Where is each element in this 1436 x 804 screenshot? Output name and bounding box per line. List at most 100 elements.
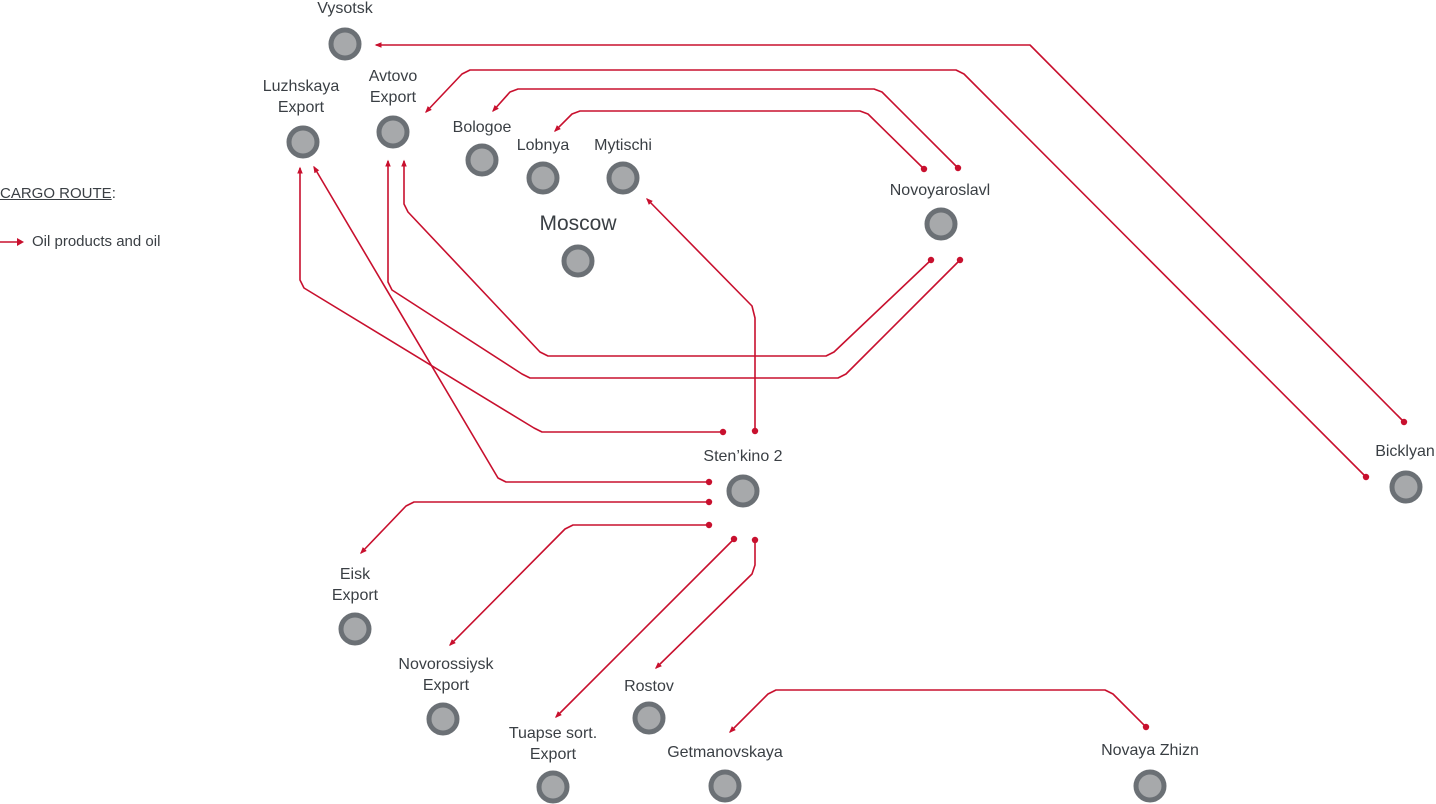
route-origin-dot	[751, 536, 759, 544]
legend-item-oil: Oil products and oil	[0, 233, 160, 250]
route-line	[646, 198, 756, 431]
station-bicklyan[interactable]: Bicklyan	[1375, 443, 1435, 504]
route-origin-dot	[705, 478, 713, 486]
station-marker[interactable]	[426, 702, 460, 736]
cargo-route	[385, 159, 964, 379]
cargo-route	[554, 110, 928, 173]
route-origin-dot	[719, 428, 727, 436]
station-label: Vysotsk	[317, 0, 373, 17]
station-marker[interactable]	[465, 143, 499, 177]
route-line	[729, 689, 1147, 733]
station-rostov[interactable]: Rostov	[624, 678, 674, 735]
legend-title-suffix: :	[111, 185, 116, 202]
station-tuapse[interactable]: Tuapse sort. Export	[509, 725, 597, 804]
station-marker[interactable]	[338, 612, 372, 646]
station-marker[interactable]	[376, 115, 410, 149]
station-label: Rostov	[624, 678, 674, 695]
station-label: Mytischi	[594, 137, 652, 154]
station-bologoe[interactable]: Bologoe	[453, 119, 512, 177]
station-marker[interactable]	[561, 244, 595, 278]
route-line	[555, 538, 735, 718]
station-label: Luzhskaya	[263, 78, 340, 95]
cargo-route	[449, 521, 713, 646]
cargo-route	[360, 498, 713, 555]
station-label: Export	[332, 587, 379, 604]
station-label: Tuapse sort.	[509, 725, 597, 742]
cargo-route	[297, 166, 727, 436]
station-label: Sten’kino 2	[703, 448, 782, 465]
station-stenkino[interactable]: Sten’kino 2	[703, 448, 783, 508]
station-marker[interactable]	[286, 125, 320, 159]
route-line	[401, 159, 932, 357]
cargo-route	[654, 536, 759, 669]
station-marker[interactable]	[708, 769, 742, 803]
station-novaya-zhizn[interactable]: Novaya Zhizn	[1101, 742, 1199, 803]
station-marker[interactable]	[726, 474, 760, 508]
station-label: Bologoe	[453, 119, 512, 136]
station-label: Export	[278, 99, 325, 116]
station-label: Getmanovskaya	[667, 744, 783, 761]
station-label: Export	[370, 89, 417, 106]
station-label: Lobnya	[517, 137, 570, 154]
station-mytischi[interactable]: Mytischi	[594, 137, 652, 195]
station-marker[interactable]	[328, 27, 362, 61]
route-line	[360, 501, 709, 555]
station-label: Eisk	[340, 566, 371, 583]
station-marker[interactable]	[606, 161, 640, 195]
route-origin-dot	[1362, 473, 1370, 481]
station-marker[interactable]	[1389, 470, 1423, 504]
route-arrow-icon	[0, 237, 24, 246]
station-label: Novoyaroslavl	[890, 182, 990, 199]
cargo-route	[646, 198, 759, 435]
route-line	[654, 540, 756, 669]
station-vysotsk[interactable]: Vysotsk	[317, 0, 374, 61]
station-marker[interactable]	[1133, 769, 1167, 803]
route-line	[554, 110, 925, 170]
route-line	[313, 165, 709, 483]
station-label: Novaya Zhizn	[1101, 742, 1199, 759]
station-marker[interactable]	[924, 207, 958, 241]
route-origin-dot	[920, 165, 928, 173]
route-origin-dot	[956, 256, 964, 264]
route-line	[492, 88, 959, 169]
route-origin-dot	[1400, 418, 1408, 426]
routes-layer	[297, 42, 1408, 733]
station-label: Moscow	[539, 212, 617, 235]
legend-item-label: Oil products and oil	[32, 233, 161, 250]
route-origin-dot	[751, 427, 759, 435]
cargo-route	[401, 159, 935, 357]
cargo-route	[729, 689, 1150, 733]
station-moscow[interactable]: Moscow	[539, 212, 617, 278]
route-line	[425, 69, 1367, 478]
route-origin-dot	[927, 256, 935, 264]
route-line	[297, 166, 723, 433]
station-label: Bicklyan	[1375, 443, 1435, 460]
legend: CARGO ROUTE: Oil products and oil	[0, 185, 160, 250]
cargo-route	[313, 165, 713, 486]
route-line	[385, 159, 961, 379]
station-lobnya[interactable]: Lobnya	[517, 137, 570, 195]
route-origin-dot	[1142, 723, 1150, 731]
station-label: Export	[423, 677, 470, 694]
route-origin-dot	[705, 521, 713, 529]
cargo-route	[374, 42, 1408, 426]
route-line	[449, 524, 709, 646]
station-novoyaroslavl[interactable]: Novoyaroslavl	[890, 182, 990, 241]
cargo-route	[492, 88, 962, 172]
route-origin-dot	[954, 164, 962, 172]
station-getmanovskaya[interactable]: Getmanovskaya	[667, 744, 783, 803]
stations-layer: VysotskLuzhskayaExportAvtovoExportBologo…	[263, 0, 1435, 804]
cargo-route	[555, 535, 738, 718]
station-label: Export	[530, 746, 577, 763]
route-origin-dot	[705, 498, 713, 506]
cargo-route	[425, 69, 1370, 481]
station-marker[interactable]	[536, 770, 570, 804]
station-label: Novorossiysk	[398, 656, 494, 673]
station-marker[interactable]	[526, 161, 560, 195]
station-marker[interactable]	[632, 701, 666, 735]
